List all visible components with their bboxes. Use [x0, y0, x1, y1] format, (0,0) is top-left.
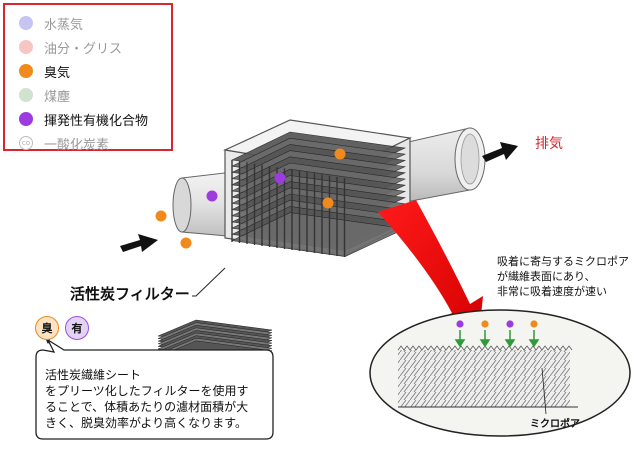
legend-label: 一酸化炭素 — [44, 137, 110, 153]
legend-label: 油分・グリス — [44, 41, 123, 57]
legend-item-co: co 一酸化炭素 — [19, 133, 109, 153]
legend-item-soot: 煤塵 — [19, 85, 70, 105]
soot-dot-icon — [19, 88, 33, 102]
micropore-desc-line: 非常に吸着速度が速い — [497, 285, 607, 298]
sheet-desc-line: をプリーツ化したフィルターを使用す — [45, 384, 249, 398]
filter-pleats — [230, 131, 407, 257]
micropore-desc-line: 吸着に寄与するミクロポア — [497, 255, 629, 268]
flow-particles — [155, 148, 346, 249]
legend-label: 臭気 — [44, 65, 71, 81]
oil-dot-icon — [19, 40, 33, 54]
particle-legend: 水蒸気 油分・グリス 臭気 煤塵 揮発性有機化合物 co 一酸化炭素 — [3, 3, 173, 153]
voc-dot-icon — [19, 112, 33, 126]
inlet-arrow — [120, 234, 158, 252]
exhaust-label: 排気 — [535, 136, 563, 152]
legend-label: 水蒸気 — [44, 17, 84, 33]
micropore-zoom — [369, 309, 631, 437]
odor-badge: 臭 — [35, 316, 59, 340]
sheet-desc-line: きく、脱臭効率がより高くなります。 — [45, 416, 247, 430]
legend-label: 煤塵 — [44, 89, 71, 105]
legend-item-steam: 水蒸気 — [19, 13, 83, 33]
co-icon: co — [19, 136, 33, 150]
exhaust-arrow — [482, 142, 518, 162]
odor-dot-icon — [19, 64, 33, 78]
legend-item-voc: 揮発性有機化合物 — [19, 109, 148, 129]
voc-badge: 有 — [65, 316, 89, 340]
micropore-desc-line: が繊維表面にあり、 — [497, 270, 596, 283]
zoom-red-arrow — [378, 200, 483, 346]
legend-label: 揮発性有機化合物 — [44, 113, 149, 129]
sheet-description: 活性炭繊維シート をプリーツ化したフィルターを使用す ることで、体積あたりの濾材… — [45, 367, 249, 431]
legend-item-oil: 油分・グリス — [19, 37, 122, 57]
micropore-label: ミクロポア — [530, 419, 580, 430]
sheet-desc-line: ることで、体積あたりの濾材面積が大 — [45, 400, 249, 414]
micropore-description: 吸着に寄与するミクロポア が繊維表面にあり、 非常に吸着速度が速い — [497, 254, 629, 299]
steam-dot-icon — [19, 16, 33, 30]
outlet-pipe — [394, 127, 486, 205]
sheet-desc-line: 活性炭繊維シート — [45, 368, 142, 382]
legend-item-odor: 臭気 — [19, 61, 70, 81]
filter-label: 活性炭フィルター — [68, 283, 192, 304]
